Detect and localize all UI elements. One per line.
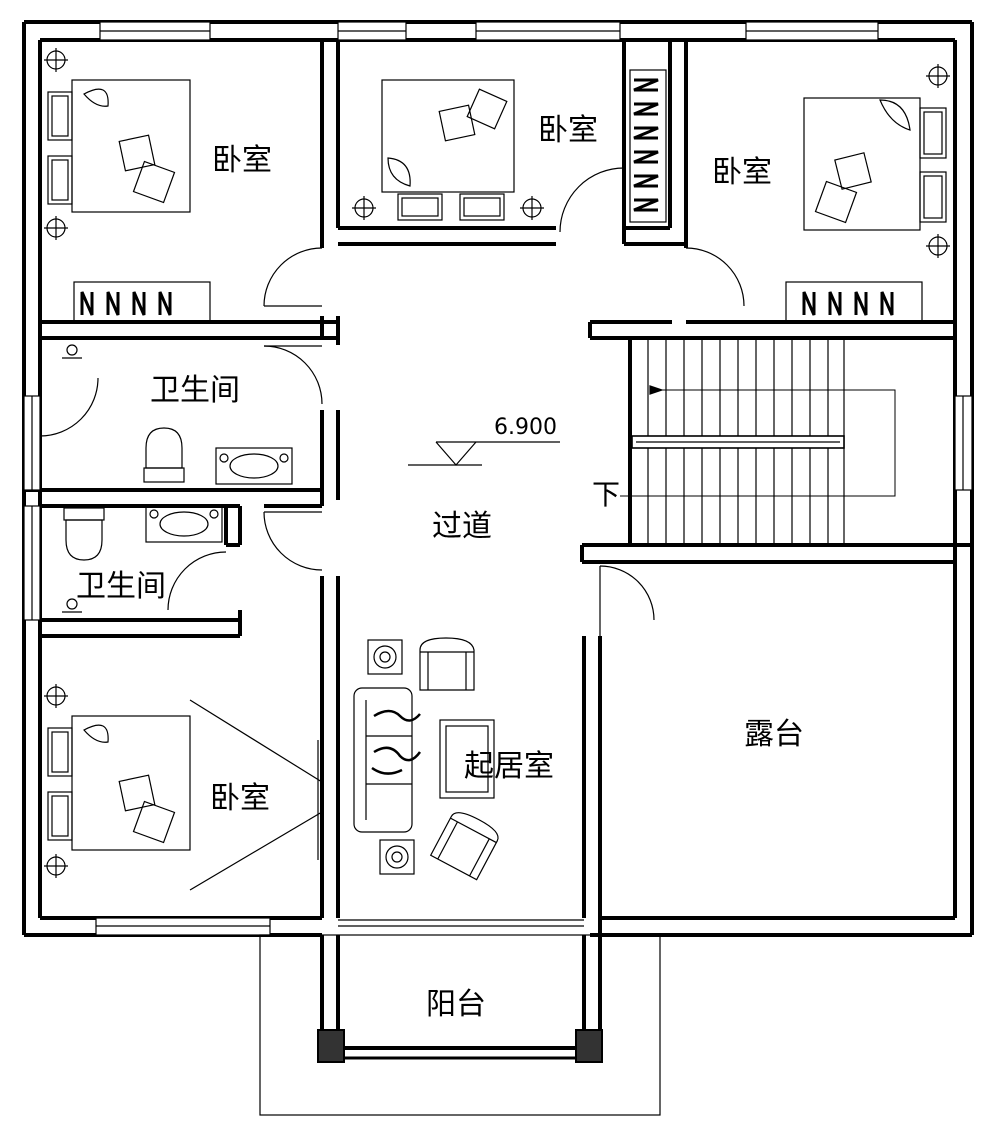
beds bbox=[44, 48, 950, 878]
bathroom-fixtures bbox=[62, 344, 293, 613]
room-label-bedroom-n: 卧室 bbox=[538, 113, 598, 148]
elevation-value: 6.900 bbox=[494, 415, 557, 440]
doors bbox=[39, 167, 745, 891]
stair-down-label: 下 bbox=[592, 478, 620, 511]
windows bbox=[23, 21, 973, 936]
balcony-railing bbox=[259, 919, 661, 1116]
room-label-terrace: 露台 bbox=[744, 717, 804, 752]
room-label-corridor: 过道 bbox=[432, 509, 492, 544]
room-label-bedroom-sw: 卧室 bbox=[210, 781, 270, 816]
wardrobes bbox=[73, 69, 923, 323]
room-label-bathroom-1: 卫生间 bbox=[150, 373, 240, 408]
living-room-furniture bbox=[353, 637, 499, 881]
elevation-marker bbox=[408, 441, 560, 466]
room-label-balcony: 阳台 bbox=[426, 987, 486, 1022]
room-label-bedroom-ne: 卧室 bbox=[712, 155, 772, 190]
room-label-bathroom-2: 卫生间 bbox=[76, 569, 166, 604]
room-labels: 卧室 卧室 卧室 卫生间 卫生间 过道 起居室 露台 卧室 阳台 6.900 下 bbox=[76, 113, 804, 1022]
staircase bbox=[620, 337, 896, 546]
walls bbox=[22, 20, 974, 937]
room-label-living-room: 起居室 bbox=[464, 749, 554, 784]
room-label-bedroom-nw: 卧室 bbox=[212, 143, 272, 178]
